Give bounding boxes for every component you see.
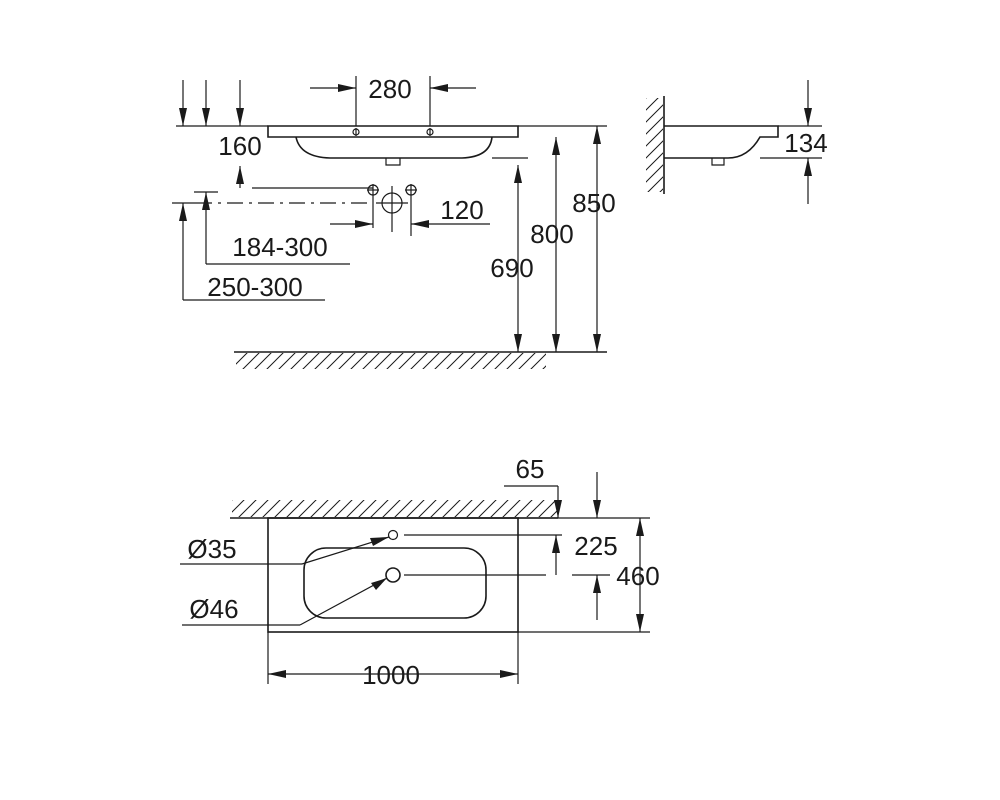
front-basin-rim bbox=[267, 125, 519, 138]
dia35-label: Ø35 bbox=[187, 534, 236, 564]
side-wall-hatch bbox=[646, 96, 665, 194]
dim-184-300-label: 184-300 bbox=[232, 232, 327, 262]
dim-1000-label: 1000 bbox=[362, 660, 420, 690]
dim-690: 690 bbox=[490, 165, 534, 352]
dia46-label: Ø46 bbox=[189, 594, 238, 624]
dim-120-label: 120 bbox=[440, 195, 483, 225]
front-drain bbox=[385, 158, 401, 166]
dim-1000: 1000 bbox=[267, 632, 519, 690]
side-basin-profile bbox=[664, 125, 779, 159]
supply-valve-right-icon bbox=[405, 184, 417, 236]
top-basin-bowl bbox=[303, 547, 487, 619]
dim-160: 160 bbox=[218, 131, 373, 189]
side-view: 134 bbox=[646, 80, 828, 204]
dim-850-label: 850 bbox=[572, 188, 615, 218]
dim-134: 134 bbox=[784, 80, 828, 204]
dim-184-300: 184-300 bbox=[194, 191, 350, 265]
dim-65-label: 65 bbox=[516, 454, 545, 484]
dim-160-label: 160 bbox=[218, 131, 261, 161]
tap-hole-right-icon bbox=[426, 128, 434, 136]
dim-690-label: 690 bbox=[490, 253, 533, 283]
tap-hole-left-icon bbox=[352, 128, 360, 136]
dim-134-label: 134 bbox=[784, 128, 827, 158]
waste-outlet-icon bbox=[376, 186, 408, 232]
dim-460: 460 bbox=[616, 518, 660, 632]
supply-valve-left-icon bbox=[367, 184, 379, 228]
front-view: 280 160 bbox=[172, 74, 616, 369]
dim-460-label: 460 bbox=[616, 561, 659, 591]
dim-250-300-label: 250-300 bbox=[207, 272, 302, 302]
side-drain bbox=[711, 158, 725, 166]
dim-800: 800 bbox=[530, 137, 574, 352]
dim-dia35: Ø35 bbox=[180, 534, 390, 565]
dim-225: 225 bbox=[552, 472, 618, 620]
dim-850: 850 bbox=[572, 126, 616, 352]
dim-120: 120 bbox=[330, 195, 490, 228]
dim-dia46: Ø46 bbox=[182, 577, 388, 626]
dim-280-label: 280 bbox=[368, 74, 411, 104]
floor-hatch bbox=[234, 351, 607, 369]
dim-250-300: 250-300 bbox=[172, 202, 325, 302]
top-view: 65 225 460 bbox=[180, 454, 660, 690]
dim-800-label: 800 bbox=[530, 219, 573, 249]
left-top-arrows bbox=[179, 80, 244, 126]
dim-65: 65 bbox=[504, 454, 562, 518]
front-basin-bowl bbox=[295, 136, 493, 159]
top-wall-hatch bbox=[230, 500, 558, 519]
tap-hole-icon bbox=[387, 529, 399, 541]
dim-280: 280 bbox=[310, 74, 476, 126]
drain-hole-icon bbox=[385, 567, 401, 583]
dim-225-label: 225 bbox=[574, 531, 617, 561]
